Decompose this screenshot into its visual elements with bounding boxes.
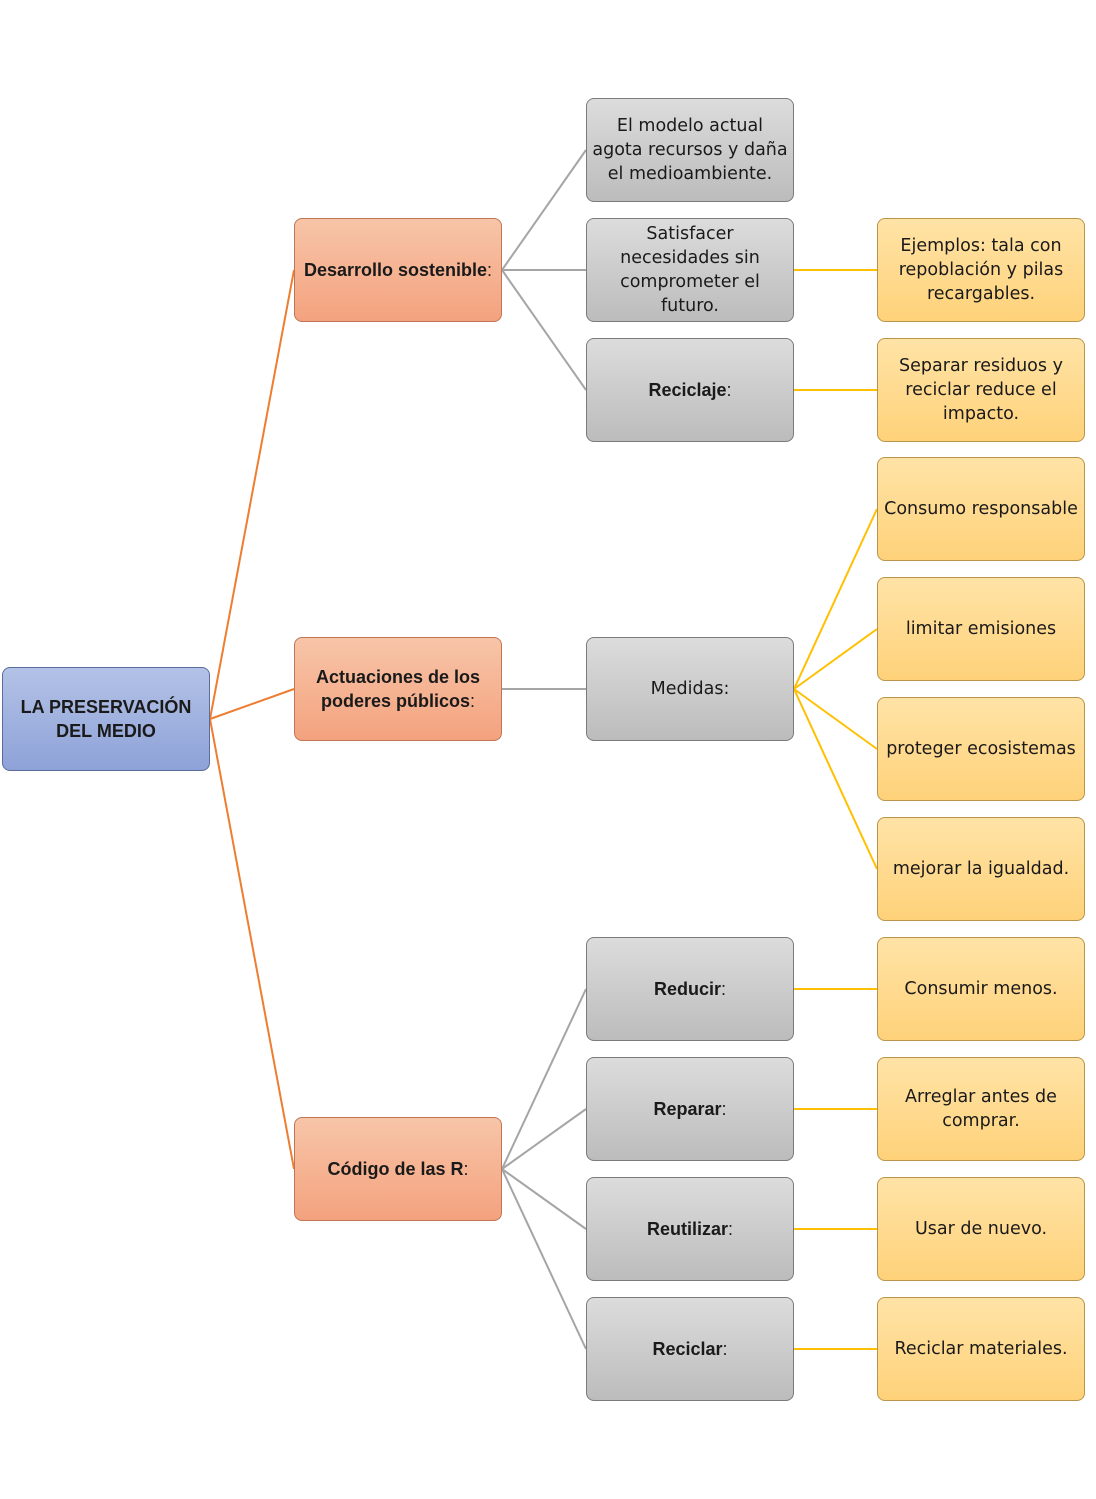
node-label: Medidas: (650, 679, 730, 699)
link-codigo-to-reciclar (501, 1168, 587, 1350)
node-label-suffix: : (487, 260, 493, 280)
link-root-to-actuaciones (209, 688, 295, 720)
node-label: Consumir menos. (904, 979, 1058, 999)
node-separar-residuos: Separar residuos y reciclar reduce el im… (877, 338, 1085, 442)
node-label: Reutilizar: (647, 1217, 733, 1241)
link-root-to-desarrollo (209, 269, 295, 720)
node-label: Reducir: (654, 977, 726, 1001)
node-label-suffix: : (470, 691, 476, 711)
node-modelo-actual: El modelo actual agota recursos y daña e… (586, 98, 794, 202)
node-label-bold: Reducir (653, 979, 721, 999)
node-reutilizar: Reutilizar: (586, 1177, 794, 1281)
link-medidas-to-mejorar (793, 688, 878, 870)
node-label: Usar de nuevo. (914, 1219, 1048, 1239)
node-codigo-de-las-r: Código de las R: (294, 1117, 502, 1221)
link-medidas-to-limitar (793, 628, 878, 690)
node-label-suffix: : (721, 979, 727, 999)
node-desarrollo-sostenible: Desarrollo sostenible: (294, 218, 502, 322)
node-reciclar: Reciclar: (586, 1297, 794, 1401)
node-medidas: Medidas: (586, 637, 794, 741)
node-label: Reciclar: (652, 1337, 727, 1361)
link-codigo-to-reutilizar (501, 1168, 587, 1230)
node-mejorar-igualdad: mejorar la igualdad. (877, 817, 1085, 921)
node-label: Satisfacer necesidades sin comprometer e… (620, 224, 760, 316)
node-proteger-ecosistemas: proteger ecosistemas (877, 697, 1085, 801)
node-label-bold: Reutilizar (646, 1219, 728, 1239)
node-reparar: Reparar: (586, 1057, 794, 1161)
node-label-suffix: : (722, 1339, 728, 1359)
node-label-suffix: : (721, 1099, 727, 1119)
link-desarrollo-to-modelo_actual (501, 149, 587, 271)
node-la-preservacion-del-medio: LA PRESERVACIÓN DEL MEDIO (2, 667, 210, 771)
node-label: Desarrollo sostenible: (304, 258, 492, 282)
node-satisfacer-necesidades: Satisfacer necesidades sin comprometer e… (586, 218, 794, 322)
node-label-suffix: : (463, 1159, 469, 1179)
node-label: mejorar la igualdad. (892, 859, 1070, 879)
node-label: Código de las R: (327, 1157, 468, 1181)
node-arreglar-antes: Arreglar antes de comprar. (877, 1057, 1085, 1161)
node-label: Arreglar antes de comprar. (905, 1087, 1057, 1131)
node-label: Consumo responsable (884, 499, 1078, 519)
node-label-bold: Desarrollo sostenible (303, 260, 488, 280)
node-consumir-menos: Consumir menos. (877, 937, 1085, 1041)
node-label-bold: Actuaciones de los poderes públicos (315, 667, 481, 711)
node-consumo-responsable: Consumo responsable (877, 457, 1085, 561)
node-ejemplos: Ejemplos: tala con repoblación y pilas r… (877, 218, 1085, 322)
node-label-suffix: : (728, 1219, 734, 1239)
node-label-bold: Reciclar (652, 1339, 723, 1359)
node-reducir: Reducir: (586, 937, 794, 1041)
link-medidas-to-proteger (793, 688, 878, 750)
node-label-bold: Código de las R (327, 1159, 464, 1179)
node-label: Reciclar materiales. (894, 1339, 1068, 1359)
node-actuaciones-poderes-publicos: Actuaciones de los poderes públicos: (294, 637, 502, 741)
node-label: Reparar: (653, 1097, 726, 1121)
node-label: Actuaciones de los poderes públicos: (300, 665, 496, 713)
node-label: Reciclaje: (648, 378, 731, 402)
node-label: LA PRESERVACIÓN DEL MEDIO (20, 697, 192, 741)
link-codigo-to-reducir (501, 988, 587, 1170)
link-desarrollo-to-reciclaje (501, 269, 587, 391)
node-label: limitar emisiones (905, 619, 1057, 639)
node-label: El modelo actual agota recursos y daña e… (592, 116, 788, 184)
node-label: Separar residuos y reciclar reduce el im… (899, 356, 1063, 424)
node-reciclaje: Reciclaje: (586, 338, 794, 442)
node-reciclar-materiales: Reciclar materiales. (877, 1297, 1085, 1401)
node-label-bold: Reciclaje (648, 380, 727, 400)
node-label: Ejemplos: tala con repoblación y pilas r… (898, 236, 1064, 304)
node-label-suffix: : (726, 380, 732, 400)
link-root-to-codigo (209, 718, 295, 1170)
node-limitar-emisiones: limitar emisiones (877, 577, 1085, 681)
node-label: proteger ecosistemas (886, 739, 1076, 759)
link-codigo-to-reparar (501, 1108, 587, 1170)
link-medidas-to-consumo_responsable (793, 508, 878, 690)
node-label-bold: Reparar (653, 1099, 722, 1119)
node-usar-de-nuevo: Usar de nuevo. (877, 1177, 1085, 1281)
